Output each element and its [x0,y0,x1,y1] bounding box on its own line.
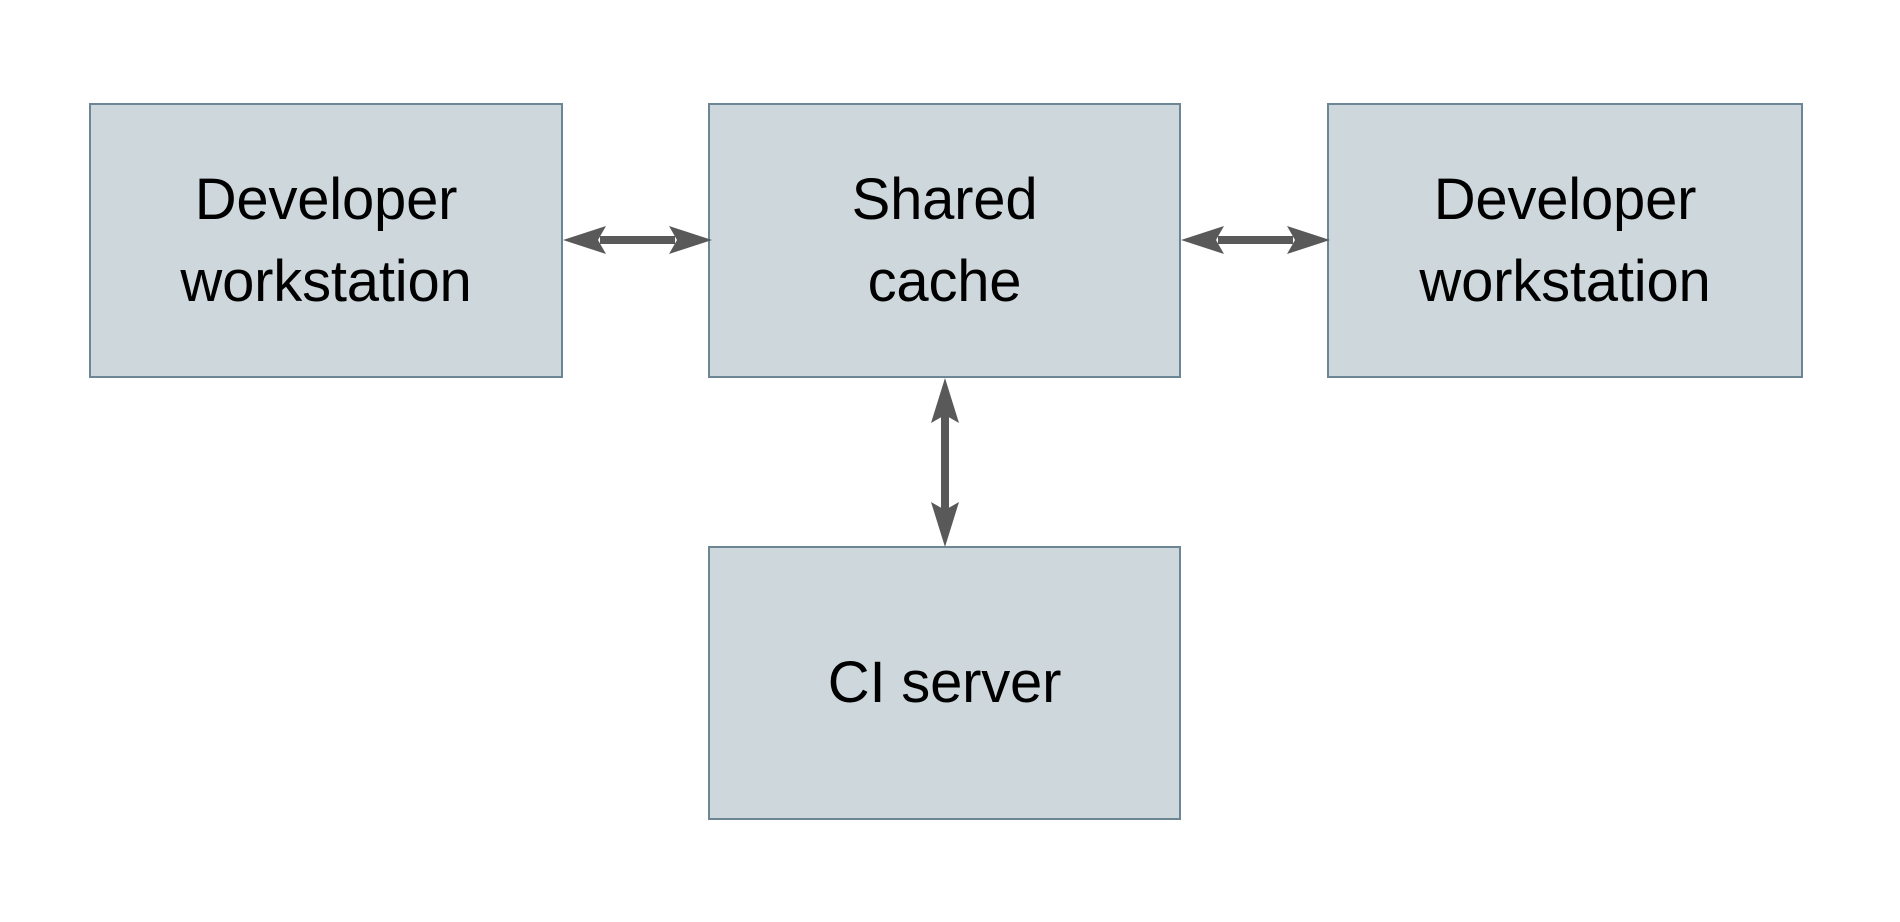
node-developer-workstation-left[interactable]: Developer workstation [89,103,563,378]
connector-cache-to-dev-right-double-arrow-icon[interactable] [1178,200,1333,280]
node-developer-workstation-right[interactable]: Developer workstation [1327,103,1803,378]
node-ci-server[interactable]: CI server [708,546,1181,820]
node-shared-cache[interactable]: Shared cache [708,103,1181,378]
node-label: Developer workstation [180,166,472,314]
node-label: Developer workstation [1419,166,1711,314]
node-label: Shared cache [851,166,1038,314]
connector-dev-left-to-cache-double-arrow-icon[interactable] [560,200,715,280]
node-label: CI server [827,650,1062,715]
connector-cache-to-ci-double-arrow-icon[interactable] [905,375,985,550]
